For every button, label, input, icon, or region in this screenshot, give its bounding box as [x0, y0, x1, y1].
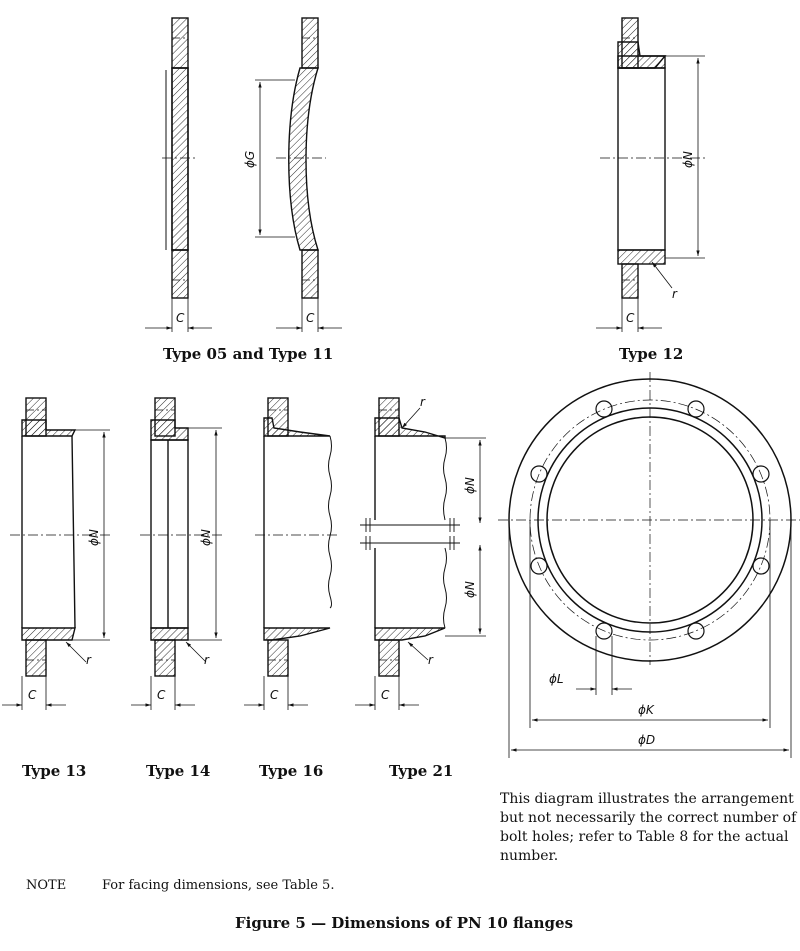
type-21-section	[355, 397, 486, 710]
type-16-section	[244, 397, 340, 710]
note-label: NOTE	[26, 878, 67, 893]
note-text: For facing dimensions, see Table 5.	[102, 878, 335, 893]
bolt-hole-note-line-1: This diagram illustrates the arrangement	[500, 791, 794, 807]
type-12-section	[600, 17, 705, 299]
dim-r-t21-bottom: r	[428, 653, 434, 667]
dim-r-t13: r	[86, 653, 92, 667]
caption-type-12: Type 12	[619, 345, 684, 363]
type-14-section	[131, 397, 222, 710]
dim-c-t05: C	[176, 311, 185, 325]
type-05-section	[162, 17, 196, 299]
type-11-section	[255, 17, 326, 299]
caption-type-14: Type 14	[146, 762, 211, 780]
c-dims-top	[145, 298, 662, 332]
type-13-section	[2, 397, 112, 710]
dim-n-t12: ϕN	[681, 151, 695, 168]
figure-title: Figure 5 — Dimensions of PN 10 flanges	[235, 914, 574, 932]
dim-d: ϕD	[638, 733, 655, 747]
caption-type-13: Type 13	[22, 762, 87, 780]
dim-n-t13: ϕN	[87, 529, 101, 546]
bolt-hole-note-line-3: bolt holes; refer to Table 8 for the act…	[500, 829, 789, 845]
dim-n-t21-upper: ϕN	[463, 477, 477, 494]
dim-n-t21-lower: ϕN	[463, 581, 477, 598]
flange-plan-view	[498, 372, 800, 758]
dim-c-t16: C	[270, 688, 279, 702]
dim-n-t14: ϕN	[199, 529, 213, 546]
caption-type-21: Type 21	[389, 762, 454, 780]
caption-type-16: Type 16	[259, 762, 324, 780]
bolt-hole-note-line-4: number.	[500, 848, 559, 864]
dim-g-t11: ϕG	[243, 151, 257, 168]
bolt-hole-note-line-2: but not necessarily the correct number o…	[500, 810, 797, 826]
flange-drawings: C C C ϕG ϕN r ϕN r C ϕN r C C ϕN ϕN r r …	[2, 17, 800, 758]
dim-c-t12: C	[626, 311, 635, 325]
dim-r-t12: r	[672, 287, 678, 301]
caption-type-05-11: Type 05 and Type 11	[163, 345, 334, 363]
dim-r-t21-top: r	[420, 395, 426, 409]
dim-l: ϕL	[549, 672, 564, 686]
dim-k: ϕK	[638, 703, 655, 717]
dim-c-t11: C	[306, 311, 315, 325]
dim-r-t14: r	[204, 653, 210, 667]
bolt-hole-note: This diagram illustrates the arrangement…	[500, 790, 800, 866]
bolt-holes	[530, 400, 770, 640]
dim-c-t21: C	[381, 688, 390, 702]
dim-c-t14: C	[157, 688, 166, 702]
dim-c-t13: C	[28, 688, 37, 702]
